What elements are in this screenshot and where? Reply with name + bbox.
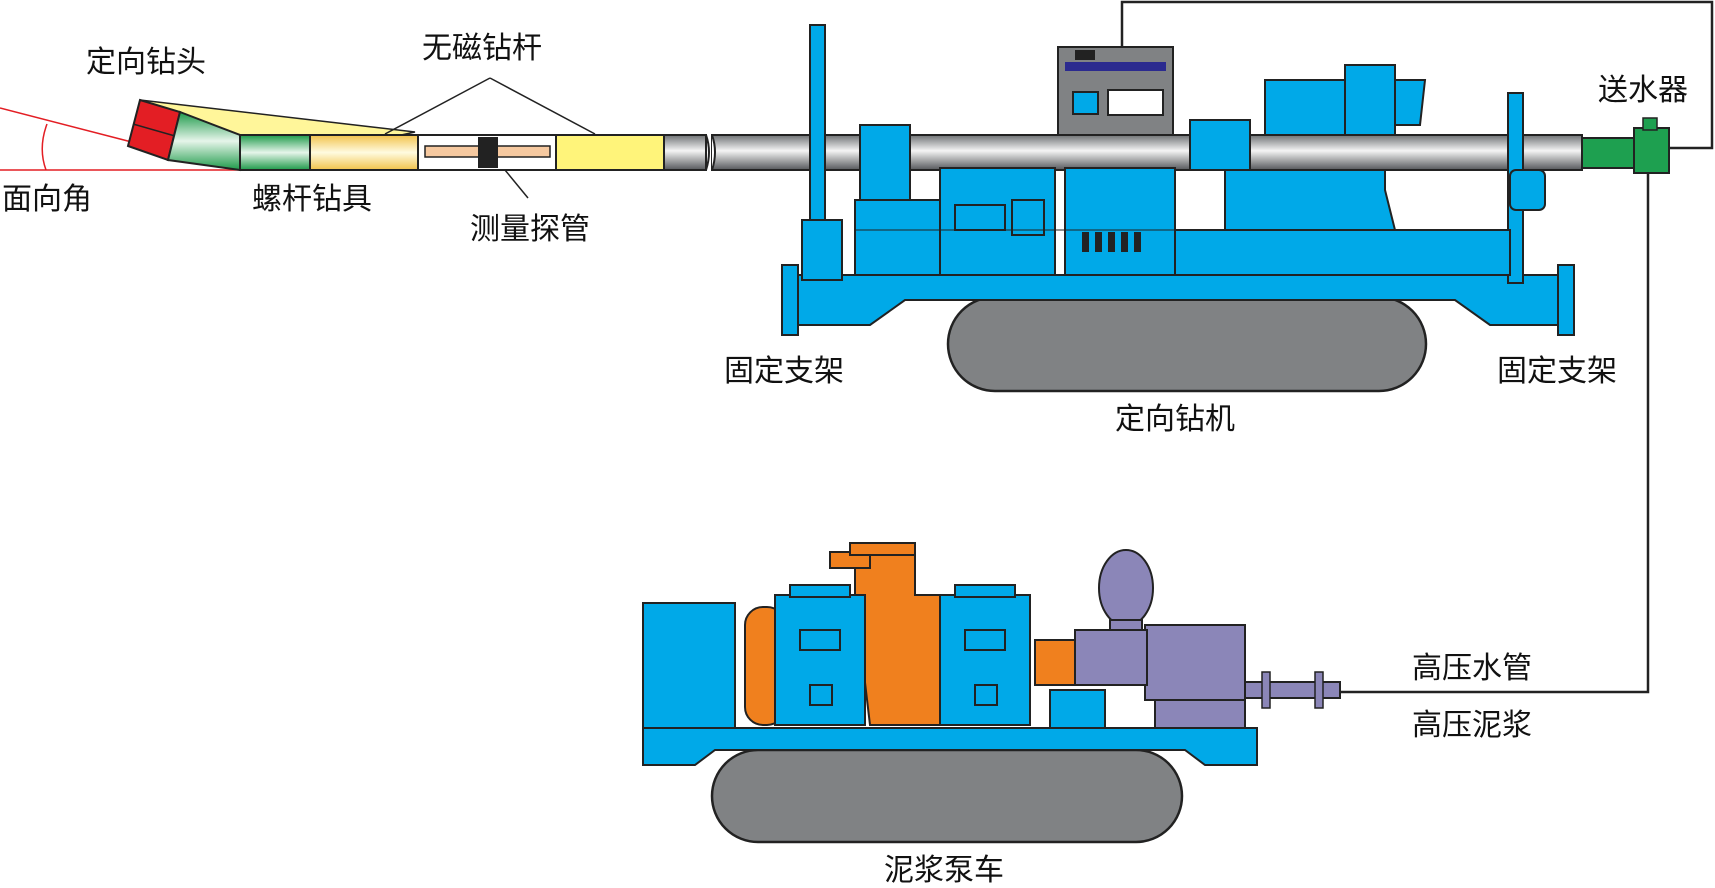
rig-track bbox=[946, 295, 1428, 393]
high-pressure-hose bbox=[1340, 173, 1650, 694]
label-support-right: 固定支架 bbox=[1497, 354, 1617, 389]
pump-outlet-pipe bbox=[1244, 681, 1341, 699]
control-cable bbox=[1120, 0, 1714, 150]
water-feeder bbox=[1633, 127, 1670, 174]
label-drill-bit: 定向钻头 bbox=[86, 45, 206, 80]
label-mud-pump-truck: 泥浆泵车 bbox=[884, 853, 1004, 888]
label-nonmag-rod: 无磁钻杆 bbox=[422, 31, 542, 66]
label-support-left: 固定支架 bbox=[724, 354, 844, 389]
label-toolface-angle: 面向角 bbox=[2, 182, 92, 217]
label-screw-drill: 螺杆钻具 bbox=[252, 182, 372, 217]
pump-truck-cabinet bbox=[642, 602, 736, 729]
drill-pipe bbox=[711, 134, 1583, 171]
nonmag-rod-segment-1 bbox=[309, 134, 419, 171]
toolface-angle-arc bbox=[41, 123, 48, 171]
screw-drill-segment bbox=[239, 134, 311, 171]
water-feeder-coupling bbox=[1581, 137, 1638, 169]
label-hp-mud: 高压泥浆 bbox=[1412, 708, 1532, 743]
drill-rod-short bbox=[663, 134, 707, 171]
drill-string bbox=[0, 77, 707, 199]
pump-truck-base bbox=[642, 727, 1258, 766]
pump-purple-body bbox=[1144, 624, 1246, 701]
label-drill-rig: 定向钻机 bbox=[1115, 402, 1235, 437]
label-probe: 测量探管 bbox=[470, 212, 590, 247]
nonmag-rod-segment-2 bbox=[555, 134, 665, 171]
mud-pump-truck bbox=[642, 542, 1341, 844]
label-hp-water-pipe: 高压水管 bbox=[1412, 651, 1532, 686]
drill-rig bbox=[781, 24, 1575, 393]
pump-accumulator bbox=[1098, 549, 1154, 627]
label-water-feeder: 送水器 bbox=[1598, 73, 1688, 108]
pump-truck-track bbox=[710, 748, 1184, 844]
rig-motor bbox=[1264, 79, 1351, 136]
pump-orange-body bbox=[854, 544, 941, 726]
